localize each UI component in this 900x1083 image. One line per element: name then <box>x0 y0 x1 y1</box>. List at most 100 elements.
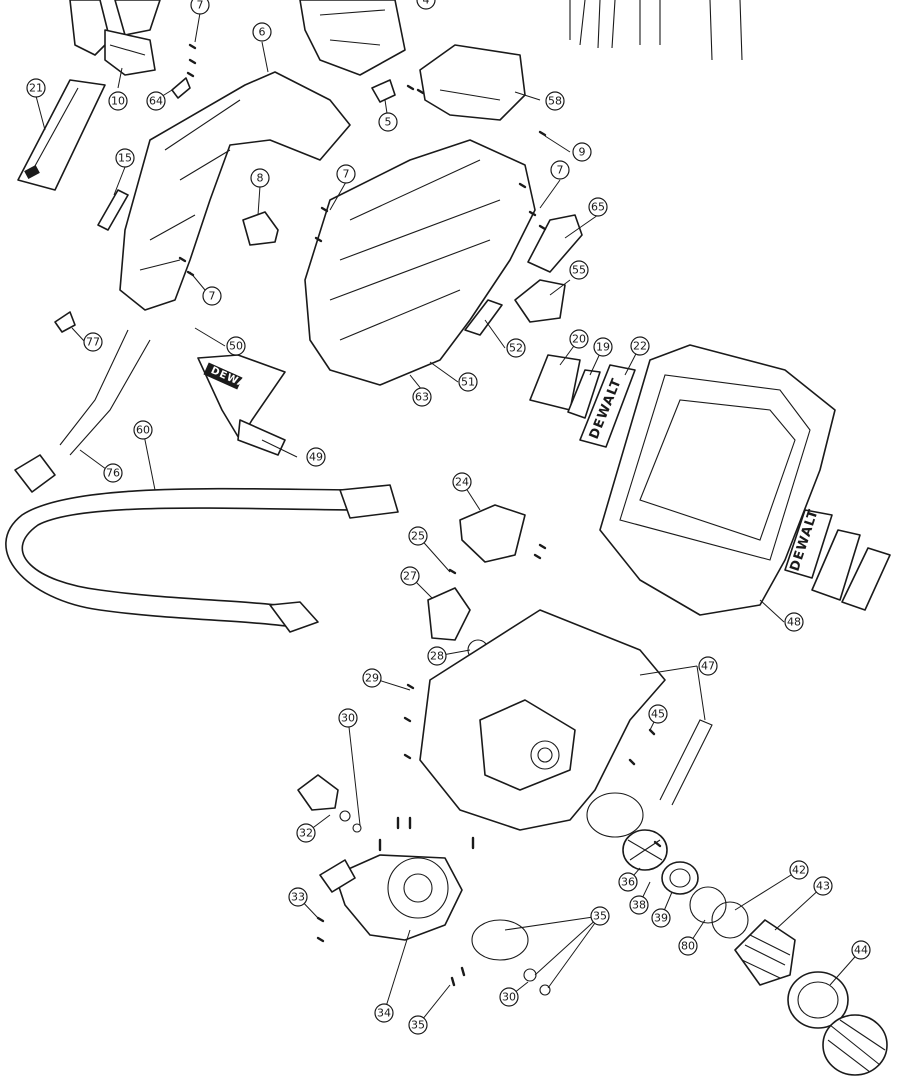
part-60-flexible-hose <box>4 484 399 633</box>
svg-text:28: 28 <box>430 650 444 663</box>
callout-65: 65 <box>588 197 608 217</box>
callout-20: 20 <box>569 329 589 349</box>
svg-text:65: 65 <box>591 201 605 214</box>
callout-80: 80 <box>678 936 698 956</box>
callout-42: 42 <box>789 860 809 880</box>
svg-text:5: 5 <box>385 116 392 129</box>
part-gasket-ring <box>586 792 644 838</box>
part-65-seal <box>527 214 583 273</box>
svg-text:7: 7 <box>343 168 350 181</box>
callout-47: 47 <box>698 656 718 676</box>
svg-text:49: 49 <box>309 451 323 464</box>
svg-text:64: 64 <box>149 95 163 108</box>
callout-38: 36 <box>618 872 638 892</box>
svg-text:52: 52 <box>509 342 523 355</box>
callout-28: 28 <box>427 646 447 666</box>
svg-text:9: 9 <box>579 146 586 159</box>
svg-text:48: 48 <box>787 616 801 629</box>
part-19-filter-insert <box>567 369 601 419</box>
svg-text:6: 6 <box>259 26 266 39</box>
part-8-switch <box>242 211 279 246</box>
part-48-top-lid <box>599 344 836 616</box>
svg-text:51: 51 <box>461 376 475 389</box>
svg-text:77: 77 <box>86 336 100 349</box>
part-20-filter-frame <box>529 354 581 411</box>
callout-63: 63 <box>412 387 432 407</box>
callout-77: 77 <box>83 332 103 352</box>
callout-6: 6 <box>252 22 272 42</box>
svg-text:24: 24 <box>455 476 469 489</box>
part-42-float-ball <box>711 901 749 939</box>
part-58-cover <box>419 44 526 121</box>
part-77-strain-relief <box>54 311 76 333</box>
svg-text:7: 7 <box>197 0 204 12</box>
svg-text:76: 76 <box>106 467 120 480</box>
svg-text:43: 43 <box>816 880 830 893</box>
svg-text:80: 80 <box>681 940 695 953</box>
callout-50: 50 <box>226 336 246 356</box>
svg-text:8: 8 <box>257 172 264 185</box>
callout-51: 51 <box>458 372 478 392</box>
callout-25: 25 <box>408 526 428 546</box>
callout-bubbles: 7 4 6 21 10 64 58 5 9 15 7 7 8 65 55 7 7… <box>26 0 871 1035</box>
svg-text:45: 45 <box>651 708 665 721</box>
callout-45: 45 <box>648 704 668 724</box>
callout-32: 32 <box>296 823 316 843</box>
svg-text:25: 25 <box>411 530 425 543</box>
svg-text:47: 47 <box>701 660 715 673</box>
part-55-latch <box>514 279 566 323</box>
part-screws <box>178 43 662 987</box>
part-43-float-cage <box>734 919 796 986</box>
part-34-impeller-housing <box>319 854 463 941</box>
svg-text:35: 35 <box>593 910 607 923</box>
svg-text:32: 32 <box>299 827 313 840</box>
callout-76: 76 <box>103 463 123 483</box>
callout-4: 4 <box>416 0 436 10</box>
svg-text:22: 22 <box>633 340 647 353</box>
callout-33: 33 <box>288 887 308 907</box>
callout-7-right: 7 <box>550 160 570 180</box>
svg-text:19: 19 <box>596 341 610 354</box>
svg-text:38: 38 <box>632 899 646 912</box>
part-24-valve <box>459 504 526 563</box>
part-30-small-ring <box>352 823 362 833</box>
callout-19: 19 <box>593 337 613 357</box>
svg-text:7: 7 <box>209 290 216 303</box>
svg-text:42: 42 <box>792 864 806 877</box>
callout-58: 58 <box>545 91 565 111</box>
callout-30-upper: 30 <box>338 708 358 728</box>
callout-35: 35 <box>408 1015 428 1035</box>
part-40-seal-ring <box>661 861 699 895</box>
svg-text:58: 58 <box>548 95 562 108</box>
svg-text:50: 50 <box>229 340 243 353</box>
part-80-float <box>689 886 727 924</box>
part-upper-handle-left <box>69 0 161 76</box>
callout-7-mid: 7 <box>336 164 356 184</box>
callout-9: 9 <box>572 142 592 162</box>
svg-text:30: 30 <box>502 991 516 1004</box>
part-49-floor-nozzle: DEWALT <box>197 354 286 456</box>
part-5-connector <box>371 79 396 103</box>
part-lid-side-handles: DEWALT <box>784 507 891 611</box>
part-64-clip <box>171 77 191 99</box>
callout-15: 15 <box>115 148 135 168</box>
svg-text:27: 27 <box>403 570 417 583</box>
part-15-switch-cover <box>97 189 129 231</box>
svg-text:20: 20 <box>572 333 586 346</box>
callout-21: 21 <box>26 78 46 98</box>
svg-text:36: 36 <box>621 876 635 889</box>
svg-text:7: 7 <box>557 164 564 177</box>
svg-text:63: 63 <box>415 391 429 404</box>
svg-text:34: 34 <box>377 1007 391 1020</box>
callout-64: 64 <box>146 91 166 111</box>
part-63-center-housing <box>304 139 536 386</box>
part-52-bracket <box>464 299 503 336</box>
callout-34: 34 <box>374 1003 394 1023</box>
part-4-top-housing <box>299 0 406 76</box>
svg-text:29: 29 <box>365 672 379 685</box>
callout-7-low: 7 <box>202 286 222 306</box>
part-36-disc-assembly <box>471 919 551 996</box>
callout-30-lower: 30 <box>499 987 519 1007</box>
callout-39: 38 <box>629 895 649 915</box>
